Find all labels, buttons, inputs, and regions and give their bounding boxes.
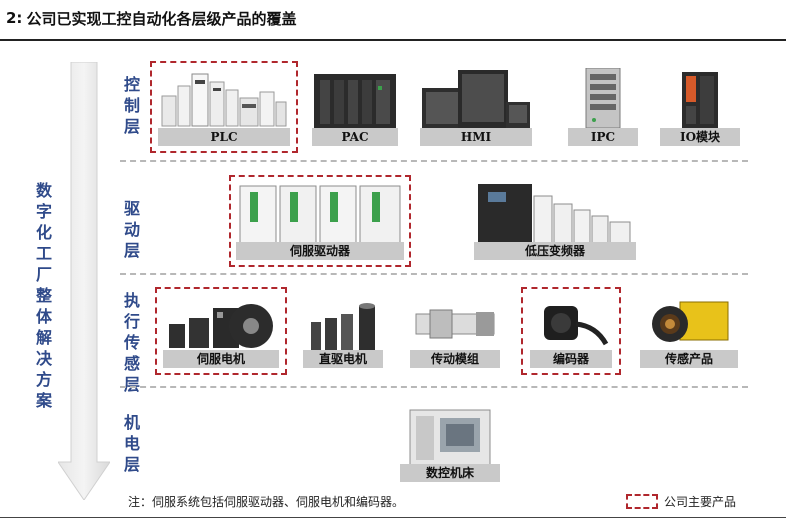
plc-image bbox=[161, 73, 287, 127]
figure-title: 2: 公司已实现工控自动化各层级产品的覆盖 bbox=[6, 7, 296, 29]
ipc-label: IPC bbox=[568, 128, 638, 146]
product-servo-drive: 伺服驱动器 bbox=[236, 182, 404, 260]
product-encoder: 编码器 bbox=[530, 294, 612, 368]
sensor-label: 传感产品 bbox=[640, 350, 738, 368]
legend: 公司主要产品 bbox=[626, 493, 736, 510]
legend-label: 公司主要产品 bbox=[664, 495, 737, 509]
plc-label: PLC bbox=[158, 128, 290, 146]
highlight-servo-motor bbox=[155, 287, 287, 375]
servo-motor-image bbox=[169, 304, 273, 348]
vfd-image bbox=[478, 184, 631, 244]
direct-motor-image bbox=[311, 303, 375, 350]
figure-number: 2: bbox=[6, 9, 23, 27]
io-module-image bbox=[682, 72, 718, 128]
down-arrow-icon bbox=[58, 62, 110, 500]
io-module-label: IO模块 bbox=[660, 128, 740, 146]
servo-drive-image bbox=[239, 185, 401, 244]
separator-drive-execution bbox=[120, 273, 748, 275]
top-rule bbox=[0, 39, 786, 41]
vfd-label: 低压变频器 bbox=[474, 242, 636, 260]
separator-execution-machine bbox=[120, 386, 748, 388]
product-servo-motor: 伺服电机 bbox=[163, 294, 279, 368]
pac-image bbox=[314, 74, 396, 128]
cnc-label: 数控机床 bbox=[400, 464, 500, 482]
figure-title-text: 公司已实现工控自动化各层级产品的覆盖 bbox=[26, 9, 297, 28]
ipc-image bbox=[585, 68, 621, 129]
encoder-image bbox=[544, 306, 609, 346]
pac-label: PAC bbox=[312, 128, 398, 146]
product-hmi: HMI bbox=[420, 68, 532, 146]
separator-control-drive bbox=[120, 160, 748, 162]
solution-label: 数字化工厂整体解决方案 bbox=[35, 181, 52, 410]
product-ipc: IPC bbox=[568, 68, 638, 146]
direct-motor-label: 直驱电机 bbox=[303, 350, 383, 368]
product-io-module: IO模块 bbox=[660, 68, 740, 146]
highlight-encoder bbox=[521, 287, 621, 375]
layer-execution-label: 执行传感层 bbox=[123, 291, 140, 394]
layer-drive-label: 驱动层 bbox=[123, 199, 140, 260]
cnc-image bbox=[409, 409, 491, 466]
highlight-plc bbox=[150, 61, 298, 153]
product-direct-motor: 直驱电机 bbox=[303, 294, 383, 368]
hmi-label: HMI bbox=[420, 128, 532, 146]
encoder-label: 编码器 bbox=[530, 350, 612, 368]
product-cnc: 数控机床 bbox=[400, 404, 500, 482]
legend-dashed-box-icon bbox=[626, 494, 658, 509]
product-sensor: 传感产品 bbox=[640, 294, 738, 368]
layer-control-label: 控制层 bbox=[123, 75, 140, 136]
servo-drive-label: 伺服驱动器 bbox=[236, 242, 404, 260]
servo-motor-label: 伺服电机 bbox=[163, 350, 279, 368]
product-plc: PLC bbox=[158, 68, 290, 146]
product-vfd: 低压变频器 bbox=[474, 182, 636, 260]
bottom-rule bbox=[0, 517, 786, 518]
hmi-image bbox=[422, 70, 530, 128]
layer-machine-label: 机电层 bbox=[123, 413, 140, 474]
product-pac: PAC bbox=[312, 68, 398, 146]
footnote: 注：伺服系统包括伺服驱动器、伺服电机和编码器。 bbox=[128, 495, 405, 509]
highlight-servo-drive bbox=[229, 175, 411, 267]
transmission-image bbox=[415, 309, 495, 339]
product-transmission: 传动模组 bbox=[410, 294, 500, 368]
sensor-image bbox=[652, 301, 729, 342]
transmission-label: 传动模组 bbox=[410, 350, 500, 368]
